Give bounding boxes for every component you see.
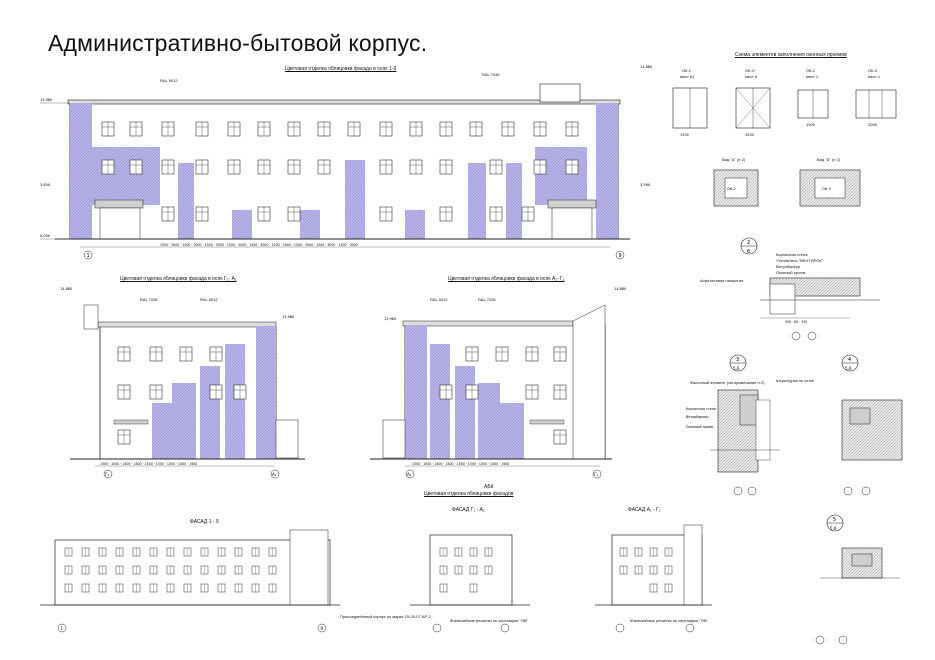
svg-text:Кирпичная стена: Кирпичная стена	[686, 407, 716, 411]
fasad-g-a-title: ФАСАД Г₁ - А₁	[452, 507, 485, 513]
win-ok2-qty: мест 1	[806, 74, 819, 79]
axis-a1b-label: А₁	[407, 472, 412, 477]
svg-text:14,880: 14,880	[60, 287, 72, 291]
facade-a-g-ral-left: RAL 5012	[430, 297, 448, 302]
sheet-title: Административно-бытовой корпус.	[48, 30, 428, 56]
svg-text:2000: 2000	[868, 123, 877, 127]
axis-1-label: 1	[87, 253, 90, 259]
note-prisoed: Присоединённый корпус по марке 15-05-07 …	[340, 614, 431, 619]
win-ok1s-qty: мест 6	[745, 74, 758, 79]
note-zhalyuzi-2: Жалюзийные решетки по черт.марки "ОВ"	[630, 618, 709, 623]
svg-text:Асфальтовое покрытие: Асфальтовое покрытие	[700, 279, 743, 283]
note-shtukaturka: Штукатурка по сетке	[776, 378, 815, 383]
detail-5-sheet: 5,6	[830, 526, 837, 531]
svg-text:1: 1	[61, 626, 64, 631]
svg-text:Ветробарьер: Ветробарьер	[686, 415, 709, 419]
fasad-1-9-title: ФАСАД 1 - 9	[190, 519, 219, 525]
fasad-a-g-title: ФАСАД А₁ - Г₁	[628, 507, 661, 513]
facade-g-a-ral-right: RAL 5012	[200, 297, 218, 302]
facade-main-caption: Цветовая отделка облицовки фасада в осях…	[285, 66, 397, 72]
facade-a-g-caption: Цветовая отделка облицовки фасада в осях…	[448, 276, 565, 282]
svg-text:1500 · 3000 · 1500 · 3000 · 15: 1500 · 3000 · 1500 · 3000 · 1500 · 3000 …	[160, 243, 358, 247]
windows-scheme-caption: Схема элементов заполнения оконных проем…	[735, 52, 847, 58]
axis-g1b-label: Г₁	[594, 472, 598, 477]
abk-subcaption: Цветовая отделка облицовки фасадов	[424, 491, 514, 497]
facade-main: 1500 · 3000 · 1500 · 3000 · 1500 · 3000 …	[40, 65, 652, 260]
svg-text:ОК-2: ОК-2	[727, 187, 736, 191]
detail-3-num: 3	[736, 357, 739, 363]
axis-a1-label: А₁	[272, 472, 277, 477]
detail-4-num: 4	[848, 357, 851, 363]
svg-text:9: 9	[321, 626, 324, 631]
detail-3-4: Кирпичная стена Ветробарьер Оконный прое…	[686, 354, 903, 496]
detail-4-sheet: 5,6	[845, 366, 852, 371]
svg-text:0,000: 0,000	[40, 234, 50, 238]
svg-text:350 · 60 · 350: 350 · 60 · 350	[785, 320, 807, 324]
small-facade-1-9: 1 9	[40, 529, 340, 633]
small-facade-a-g	[595, 524, 712, 633]
svg-text:1500: 1500	[745, 133, 754, 137]
win-ok3-name: ОК-3	[868, 68, 877, 73]
detail-2: 350 · 60 · 350 Асфальтовое покрытие	[700, 237, 880, 341]
svg-text:13,980: 13,980	[282, 315, 294, 319]
win-ok3-qty: мест 1	[868, 74, 881, 79]
detail-2-sheet: 6	[747, 249, 750, 255]
win-ok1s-name: ОК-1*	[745, 68, 756, 73]
svg-text:1500 · 1500 · 1500 · 1500 · 15: 1500 · 1500 · 1500 · 1500 · 1500 · 1500 …	[412, 462, 509, 466]
note-zhalyuzi-1: Жалюзийные решетки по черт.марки "ОВ"	[450, 618, 529, 623]
svg-text:14,880: 14,880	[640, 65, 652, 69]
facade-main-ral-right: RAL 7035	[482, 72, 500, 77]
svg-text:3,600: 3,600	[40, 183, 50, 187]
note-kladka: Кирпичная стена	[776, 252, 808, 257]
view-b-label: Вид "Б" (п 2)	[817, 157, 841, 162]
small-facade-g-a	[410, 534, 530, 633]
svg-text:13,980: 13,980	[40, 98, 52, 102]
window-scheme: 1500 1500 1500 2000 ОК-2 ОК-3	[672, 87, 897, 207]
svg-text:ОК-3: ОК-3	[822, 187, 831, 191]
svg-text:Оконный проем: Оконный проем	[686, 425, 714, 429]
win-ok2-name: ОК-2	[806, 68, 815, 73]
facade-g-a-caption: Цветовая отделка облицовки фасада в осях…	[120, 276, 237, 282]
note-fasonny: Фасонный элемент (см.примечание п.2)	[690, 380, 765, 385]
facade-a-g-ral-right: RAL 7035	[478, 297, 496, 302]
facade-a-g: 1500 · 1500 · 1500 · 1500 · 1500 · 1500 …	[370, 287, 626, 479]
svg-text:1500: 1500	[806, 123, 815, 127]
note-uteplitel: Утеплитель "ВЕНТИРОК"	[776, 258, 824, 263]
svg-text:14,880: 14,880	[614, 287, 626, 291]
detail-5	[815, 514, 900, 645]
win-ok1-name: ОК-1	[682, 68, 691, 73]
view-a-label: Вид "А" (п 2)	[722, 157, 746, 162]
facade-g-a-ral-left: RAL 7035	[140, 297, 158, 302]
detail-5-num: 5	[833, 517, 836, 523]
facade-g-a: 1500 · 1500 · 1500 · 1500 · 1500 · 1500 …	[60, 287, 305, 479]
note-otkos: Оконный проем	[776, 270, 806, 275]
abk-caption: АБК	[484, 484, 494, 490]
detail-3-sheet: 5,6	[733, 366, 740, 371]
facade-main-ral-left: RAL 5012	[160, 78, 178, 83]
svg-text:1500 · 1500 · 1500 · 1500 · 15: 1500 · 1500 · 1500 · 1500 · 1500 · 1500 …	[100, 462, 197, 466]
axis-9-label: 9	[619, 253, 622, 259]
svg-text:3,560: 3,560	[640, 183, 650, 187]
svg-text:1500: 1500	[680, 133, 689, 137]
detail-2-num: 2	[747, 240, 750, 246]
note-vetrobarer: Ветробарьер	[776, 264, 801, 269]
win-ok1-qty: мест 61	[680, 74, 695, 79]
svg-text:13,980: 13,980	[384, 317, 396, 321]
axis-g1-label: Г₁	[105, 472, 109, 477]
